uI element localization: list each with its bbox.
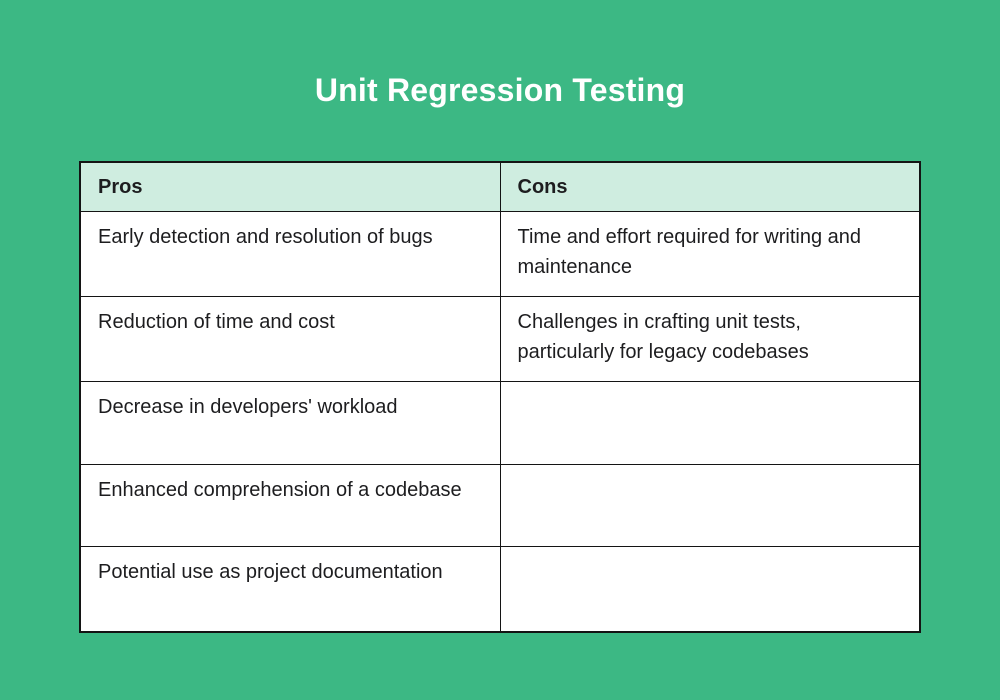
pros-cons-table: Pros Cons Early detection and resolution… xyxy=(79,161,921,633)
cons-cell xyxy=(499,380,921,465)
pros-cell: Reduction of time and cost xyxy=(79,295,501,382)
column-header-cons: Cons xyxy=(499,161,921,212)
column-header-pros: Pros xyxy=(79,161,501,212)
pros-cell: Decrease in developers' workload xyxy=(79,380,501,465)
table-row: Potential use as project documentation xyxy=(79,545,921,633)
table-body: Early detection and resolution of bugs T… xyxy=(79,210,921,633)
table-row: Early detection and resolution of bugs T… xyxy=(79,210,921,297)
table-row: Reduction of time and cost Challenges in… xyxy=(79,295,921,382)
cons-cell xyxy=(499,545,921,633)
header-row: Pros Cons xyxy=(79,161,921,212)
table-row: Enhanced comprehension of a codebase xyxy=(79,463,921,547)
pros-cell: Early detection and resolution of bugs xyxy=(79,210,501,297)
table-header: Pros Cons xyxy=(79,161,921,212)
cons-cell: Time and effort required for writing and… xyxy=(499,210,921,297)
cons-cell: Challenges in crafting unit tests, parti… xyxy=(499,295,921,382)
page-title: Unit Regression Testing xyxy=(314,72,686,108)
pros-cell: Potential use as project documentation xyxy=(79,545,501,633)
pros-cell: Enhanced comprehension of a codebase xyxy=(79,463,501,547)
cons-cell xyxy=(499,463,921,547)
table-row: Decrease in developers' workload xyxy=(79,380,921,465)
